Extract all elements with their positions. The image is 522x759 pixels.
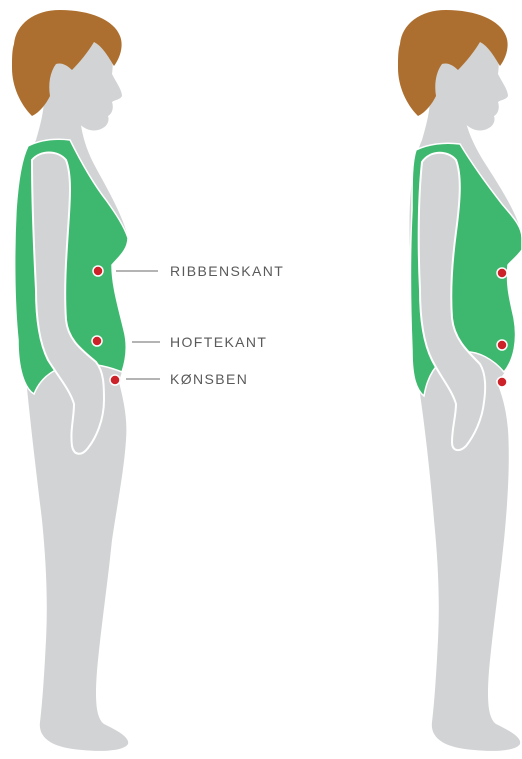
marker-konsben [110, 375, 120, 385]
label-hoftekant: HOFTEKANT [170, 334, 267, 350]
marker-konsben [497, 377, 507, 387]
marker-hoftekant [92, 336, 102, 346]
figure-normal-posture [12, 10, 128, 751]
landmark-labels: RIBBENSKANT HOFTEKANT KØNSBEN [116, 263, 284, 387]
label-ribbenskant: RIBBENSKANT [170, 263, 284, 279]
marker-hoftekant [497, 340, 507, 350]
figure-hollow-back-posture [398, 10, 522, 751]
label-konsben: KØNSBEN [170, 371, 248, 387]
marker-ribbenskant [93, 266, 103, 276]
marker-ribbenskant [497, 268, 507, 278]
